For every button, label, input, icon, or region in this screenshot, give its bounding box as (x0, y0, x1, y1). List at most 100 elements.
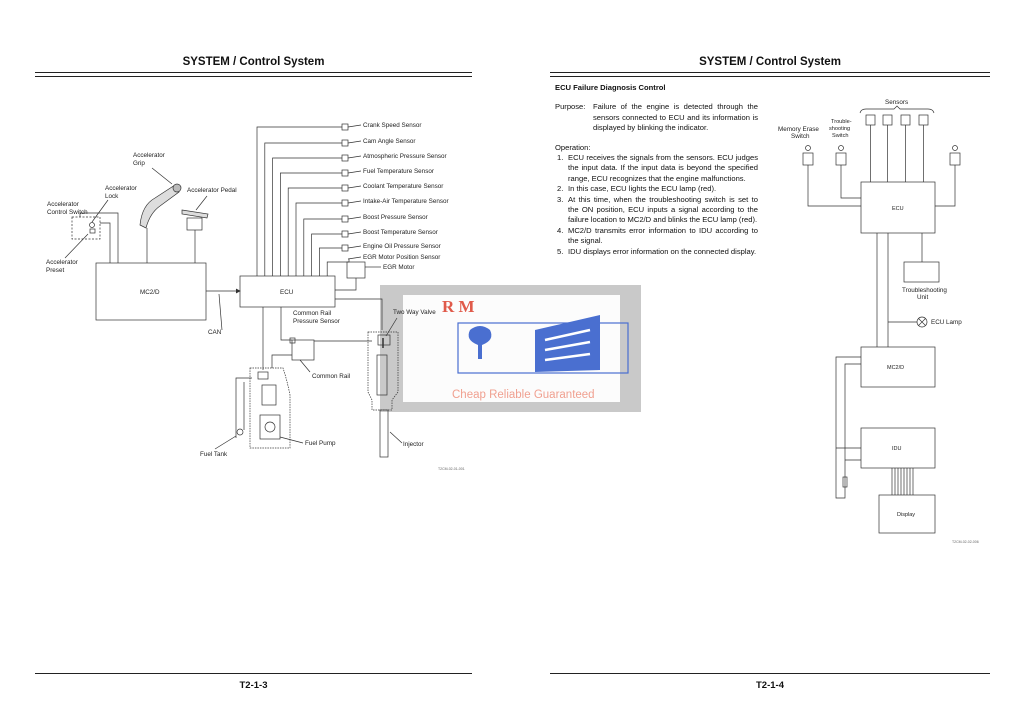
left-page-header: SYSTEM / Control System (182, 56, 325, 68)
step-number: 2. (557, 184, 564, 194)
display-box (878, 494, 936, 534)
right-figure-code: T2CM-02-02-006 (952, 540, 979, 544)
step-text: In this case, ECU lights the ECU lamp (r… (568, 184, 717, 194)
memory-erase-switch-icon (802, 145, 814, 166)
ecu-box (239, 275, 336, 308)
step-text: ECU receives the signals from the sensor… (568, 153, 758, 183)
fuel-pump-label: Fuel Pump (305, 440, 336, 447)
display-label: Display (897, 512, 915, 518)
sensor-label: Atmospheric Pressure Sensor (363, 153, 447, 160)
operation-label: Operation: (555, 142, 591, 152)
right-footer-rule (550, 673, 990, 674)
sensor-wire (272, 157, 342, 276)
sensor-leader (347, 231, 362, 235)
troubleshooting-unit-box (903, 261, 940, 283)
sensor-label: Coolant Temperature Sensor (363, 183, 443, 190)
operation-step: 5. IDU displays error information on the … (555, 247, 758, 257)
sensor-leader (347, 140, 362, 144)
sensor-box (341, 244, 349, 252)
sensor-label: Boost Pressure Sensor (363, 214, 428, 221)
left-footer-rule (35, 673, 472, 674)
diagnosis-text: ECU Failure Diagnosis Control Purpose: F… (555, 83, 758, 257)
operation-step: 1.ECU receives the signals from the sens… (555, 153, 758, 184)
purpose-text: Failure of the engine is detected throug… (593, 102, 758, 133)
injector-body (367, 331, 399, 411)
idu-label: IDU (892, 446, 902, 452)
sensor-label: Engine Oil Pressure Sensor (363, 243, 441, 250)
sensor-leader (347, 185, 362, 189)
sensor-wire (319, 247, 342, 276)
operation-step: 2. In this case, ECU lights the ECU lamp … (555, 184, 758, 194)
sensor-wire (264, 142, 342, 276)
can-label: CAN (208, 329, 222, 336)
sensor-label: Cam Angle Sensor (363, 138, 416, 145)
mc2d-box (95, 262, 207, 321)
sensor-wire (256, 126, 342, 276)
sensor-label: Crank Speed Sensor (363, 122, 421, 129)
common-rail-box (291, 339, 315, 361)
sensor-box (341, 184, 349, 192)
watermark-letters: R M (442, 297, 475, 316)
watermark-slogan: Cheap Reliable Guaranteed (452, 389, 595, 401)
sensor-label: Boost Temperature Sensor (363, 229, 438, 236)
sensors-brace (859, 105, 935, 114)
step-number: 4. (557, 225, 564, 235)
right-header-rule (550, 72, 990, 77)
fuel-pump-housing (249, 367, 291, 449)
sensor-leader (347, 256, 362, 260)
right-page-header: SYSTEM / Control System (699, 56, 841, 68)
section-title: ECU Failure Diagnosis Control (555, 83, 666, 92)
sensor-wire (303, 218, 342, 276)
two-way-valve-label: Two Way Valve (393, 309, 436, 316)
sensor-wire (311, 233, 342, 276)
fuel-tank-icon (236, 428, 244, 436)
sensors-label: Sensors (885, 99, 908, 106)
sensor-label: EGR Motor Position Sensor (363, 254, 440, 261)
sensor-wire (326, 259, 350, 276)
right-mc2d-label: MC2/D (887, 365, 904, 371)
left-page-number: T2-1-3 (239, 680, 268, 691)
right-sensors (865, 114, 929, 182)
sensor-label: Intake-Air Temperature Sensor (363, 198, 449, 205)
injector-label: Injector (403, 441, 424, 448)
step-text: IDU displays error information on the co… (568, 246, 757, 256)
ecu-lamp-icon (916, 316, 928, 328)
left-header-rule (35, 72, 472, 77)
right-ecu-box (860, 181, 936, 234)
fuel-tank-label: Fuel Tank (200, 451, 228, 458)
accelerator-pedal-icon (181, 209, 209, 219)
right-ecu-label: ECU (892, 206, 904, 212)
step-text: MC2/D transmits error information to IDU… (568, 225, 758, 246)
sensor-leader (347, 155, 362, 159)
egr-motor-label: EGR Motor (383, 264, 415, 271)
sensor-box (341, 139, 349, 147)
sensor-box (865, 114, 876, 126)
step-number: 5. (557, 246, 564, 256)
left-figure-code: T2CM-02-01-001 (438, 467, 465, 471)
sensor-wire (287, 187, 342, 276)
sensor-box (341, 169, 349, 177)
sensor-wire (280, 172, 342, 276)
troubleshooting-switch-icon (835, 145, 847, 166)
operation-step: 3.At this time, when the troubleshooting… (555, 195, 758, 226)
sensor-box (341, 154, 349, 162)
watermark-logo: R M Cheap Reliable Guaranteed (442, 297, 629, 401)
third-switch-icon (949, 145, 961, 166)
sensor-box (882, 114, 893, 126)
injector-nozzle (379, 409, 389, 458)
egr-motor-box (346, 261, 366, 279)
sensor-wire (295, 202, 342, 276)
ecu-lamp-label: ECU Lamp (931, 319, 962, 326)
step-number: 3. (557, 194, 564, 204)
right-page-number: T2-1-4 (756, 680, 784, 691)
sensor-box (341, 123, 349, 131)
sensor-label: Fuel Temperature Sensor (363, 168, 434, 175)
